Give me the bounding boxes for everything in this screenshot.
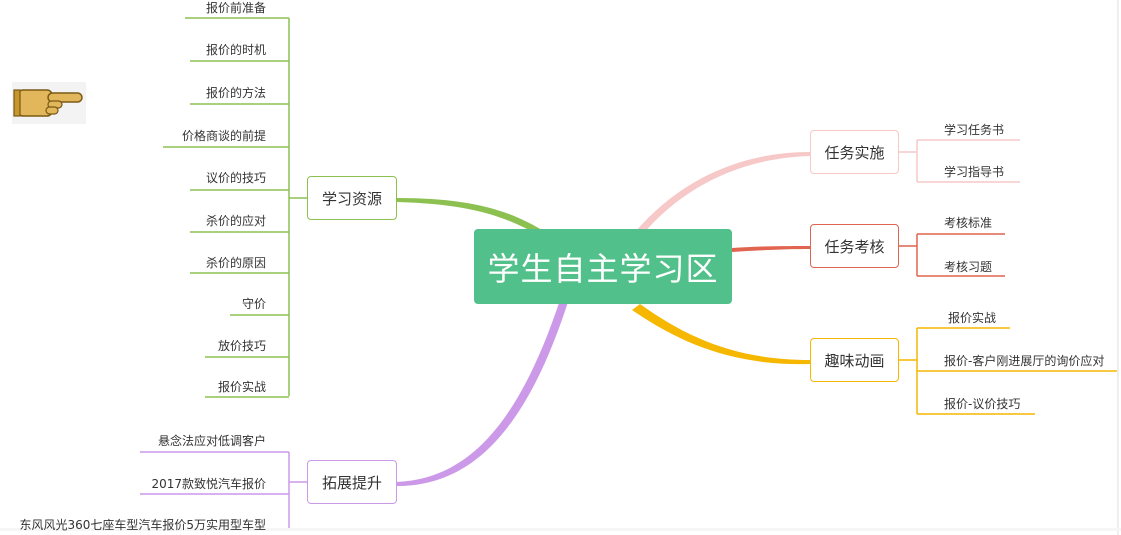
leaf-extension-2[interactable]: 2017款致悦汽车报价 <box>151 477 266 491</box>
leaf-study-resources-3[interactable]: 报价的方法 <box>205 86 266 100</box>
leaf-study-resources-2[interactable]: 报价的时机 <box>205 43 266 57</box>
leaf-task-assessment-1[interactable]: 考核标准 <box>944 216 993 230</box>
branch-line-fun-animation <box>632 304 810 365</box>
fun-animation-bracket <box>899 327 1117 415</box>
leaf-extension-3[interactable]: 东风风光360七座车型汽车报价5万实用型车型 <box>19 518 266 532</box>
leaf-fun-animation-1[interactable]: 报价实战 <box>948 311 997 325</box>
leaf-study-resources-8[interactable]: 守价 <box>241 297 266 311</box>
leaf-study-resources-4[interactable]: 价格商谈的前提 <box>181 129 266 143</box>
task-implementation-bracket <box>899 139 1020 183</box>
extension-bracket <box>140 451 307 530</box>
leaf-fun-animation-3[interactable]: 报价-议价技巧 <box>944 397 1021 411</box>
branch-line-study-resources <box>397 198 545 236</box>
node-task-assessment[interactable]: 任务考核 <box>810 224 899 268</box>
leaf-task-implementation-2[interactable]: 学习指导书 <box>944 165 1005 179</box>
leaf-task-implementation-1[interactable]: 学习任务书 <box>944 123 1005 137</box>
leaf-study-resources-6[interactable]: 杀价的应对 <box>205 214 266 228</box>
node-fun-animation[interactable]: 趣味动画 <box>810 338 899 382</box>
task-assessment-bracket <box>899 233 1005 277</box>
bottom-edge-rule <box>0 528 1121 531</box>
central-topic[interactable]: 学生自主学习区 <box>474 229 732 304</box>
leaf-study-resources-5[interactable]: 议价的技巧 <box>205 171 266 185</box>
leaf-extension-1[interactable]: 悬念法应对低调客户 <box>157 434 266 448</box>
leaf-task-assessment-2[interactable]: 考核习题 <box>944 260 993 274</box>
pointing-hand-icon <box>12 82 86 124</box>
leaf-study-resources-1[interactable]: 报价前准备 <box>205 1 266 15</box>
leaf-study-resources-9[interactable]: 放价技巧 <box>217 339 266 353</box>
right-edge-rule <box>1117 0 1119 535</box>
branch-line-task-implementation <box>635 152 810 234</box>
node-task-implementation[interactable]: 任务实施 <box>810 130 899 174</box>
leaf-study-resources-10[interactable]: 报价实战 <box>217 380 266 394</box>
branch-line-extension <box>395 300 568 487</box>
study-resources-bracket <box>163 17 307 398</box>
leaf-study-resources-7[interactable]: 杀价的原因 <box>205 256 266 270</box>
branch-line-task-assessment <box>732 246 810 252</box>
leaf-fun-animation-2[interactable]: 报价-客户刚进展厅的询价应对 <box>944 354 1105 368</box>
node-extension[interactable]: 拓展提升 <box>307 460 397 504</box>
node-study-resources[interactable]: 学习资源 <box>307 176 397 220</box>
